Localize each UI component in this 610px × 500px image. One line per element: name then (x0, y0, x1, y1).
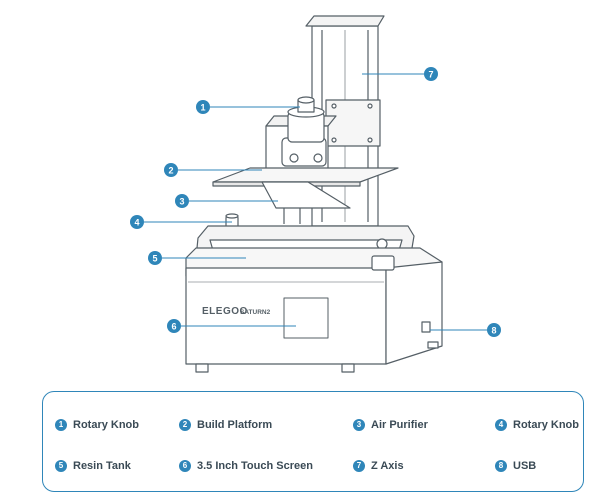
callout-marker-6 (167, 319, 181, 333)
printer-model-text: SATURN2 (240, 309, 271, 316)
printer-diagram: ELEGOO SATURN2 1 2 3 4 5 6 7 8 (130, 15, 501, 373)
legend-label-build-platform: Build Platform (197, 419, 273, 431)
legend-number-6: 6 (179, 460, 191, 472)
z-axis-top-cap (305, 15, 385, 27)
callout-number-3: 3 (179, 197, 184, 207)
legend-item-3: 3 Air Purifier (353, 416, 428, 434)
callout-number-2: 2 (168, 166, 173, 176)
usb-port (421, 321, 431, 333)
callout-marker-2 (164, 163, 178, 177)
callout-number-7: 7 (428, 70, 433, 80)
callout-markers: 1 2 3 4 5 6 7 8 (130, 67, 501, 337)
legend-label-z-axis: Z Axis (371, 460, 404, 472)
foot-side (427, 341, 439, 349)
legend-number-8: 8 (495, 460, 507, 472)
legend-item-7: 7 Z Axis (353, 457, 404, 475)
foot-left (195, 363, 209, 373)
legend-number-1: 1 (55, 419, 67, 431)
legend-label-rotary-knob: Rotary Knob (73, 419, 139, 431)
legend-number-5: 5 (55, 460, 67, 472)
legend-item-1: 1 Rotary Knob (55, 416, 139, 434)
legend-number-7: 7 (353, 460, 365, 472)
legend-number-3: 3 (353, 419, 365, 431)
legend-number-2: 2 (179, 419, 191, 431)
callout-number-6: 6 (171, 322, 176, 332)
base-side (385, 261, 443, 365)
callout-marker-8 (487, 323, 501, 337)
touch-screen (283, 297, 329, 339)
callout-number-5: 5 (152, 254, 157, 264)
callout-number-4: 4 (134, 218, 139, 228)
legend-item-8: 8 USB (495, 457, 536, 475)
legend-item-4: 4 Rotary Knob (495, 416, 579, 434)
legend-item-2: 2 Build Platform (179, 416, 272, 434)
callout-marker-3 (175, 194, 189, 208)
callout-marker-7 (424, 67, 438, 81)
callout-marker-1 (196, 100, 210, 114)
callout-marker-5 (148, 251, 162, 265)
legend-panel: 1 Rotary Knob 2 Build Platform 3 Air Pur… (42, 391, 584, 492)
callout-number-1: 1 (200, 103, 205, 113)
callout-number-8: 8 (491, 326, 496, 336)
legend-label-touch-screen: 3.5 Inch Touch Screen (197, 460, 313, 472)
legend-label-rotary-knob-2: Rotary Knob (513, 419, 579, 431)
legend-number-4: 4 (495, 419, 507, 431)
foot-right (341, 363, 355, 373)
legend-label-resin-tank: Resin Tank (73, 460, 131, 472)
printer-brand-text: ELEGOO (202, 306, 248, 317)
legend-item-5: 5 Resin Tank (55, 457, 131, 475)
callout-marker-4 (130, 215, 144, 229)
callouts (144, 73, 487, 331)
legend-item-6: 6 3.5 Inch Touch Screen (179, 457, 313, 475)
legend-label-air-purifier: Air Purifier (371, 419, 428, 431)
legend-label-usb: USB (513, 460, 537, 472)
printer-drawing (185, 15, 443, 373)
